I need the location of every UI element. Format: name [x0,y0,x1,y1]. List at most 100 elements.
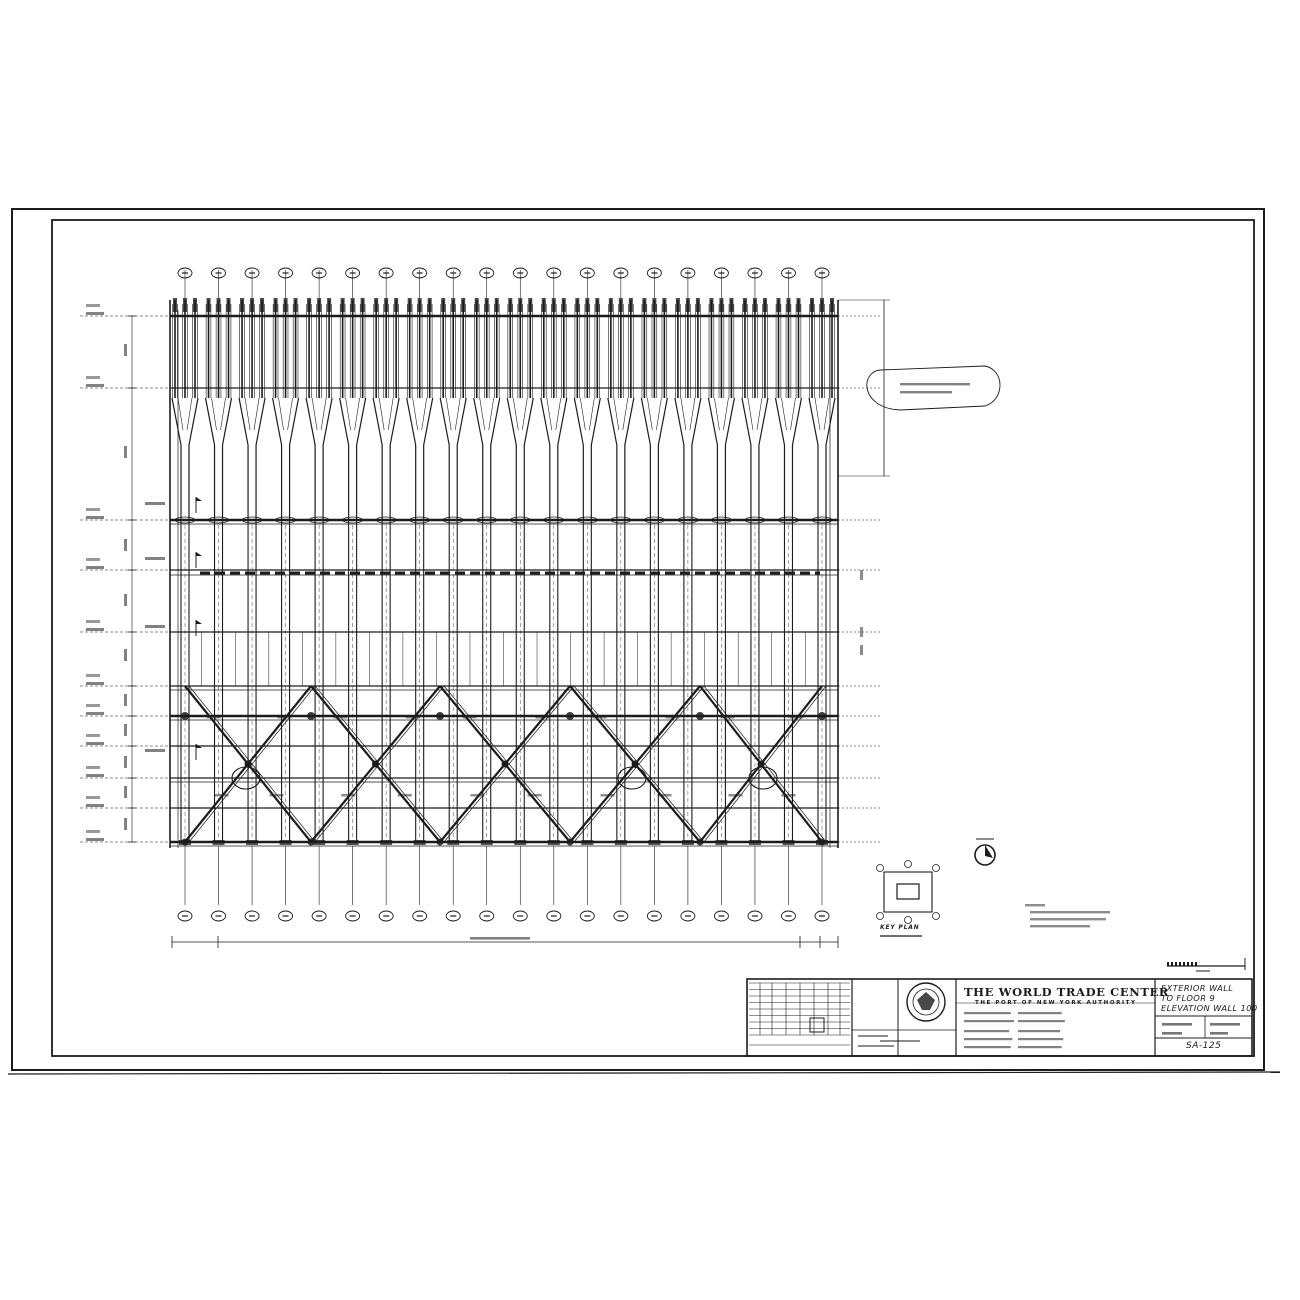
prong-cap [675,298,680,312]
column-tree [339,267,367,922]
tree-taper-inner [546,397,553,431]
prong-cap [451,298,456,312]
scale-bar-division [1175,962,1177,966]
prong-cap [662,298,667,312]
prong-cap [561,298,566,312]
grid-bubble-mark [349,272,356,274]
tree-taper-right [255,397,266,520]
grid-bubble-mark [483,272,490,274]
column-tree [707,267,736,922]
level-tag-mark [86,516,104,519]
dimension-text-mark [124,594,127,606]
prong-cap [508,298,513,312]
prong-cap [695,298,700,312]
wall-elevation [169,267,839,922]
column-tree [808,267,836,922]
brace-node [696,838,704,846]
tree-taper-left [640,397,651,520]
key-plan-outline [883,871,933,913]
grid-bubble-bottom [311,910,327,922]
grid-bubble-mark [282,272,289,274]
tree-taper-inner [747,397,754,431]
grid-bubble-bottom [512,910,528,922]
grid-bubble-top [546,267,562,279]
level-name-mark [86,674,100,677]
prong-cap [752,298,757,312]
grid-bubble-top [781,267,796,279]
grid-bubble-bottom [814,910,830,922]
prong-cap [742,298,747,312]
tree-taper-inner [354,397,360,431]
grid-bubble-mark [215,915,222,917]
grid-bubble-bottom [177,910,193,922]
grid-bubble-mark [550,272,557,274]
consultant-text-mark [1018,1030,1061,1033]
seal-emblem [917,992,935,1010]
tree-taper-inner [488,397,495,431]
spandrel-node [509,516,531,524]
prong-cap [595,298,600,312]
prong-cap [307,298,312,312]
column-tree [741,267,769,922]
column-tree [473,267,501,922]
tree-taper-right [624,397,635,520]
seal-inner-ring [912,988,940,1016]
grid-bubble-top [311,267,327,279]
brace-label-mark [600,794,615,797]
brace-label-mark [397,794,412,797]
brace-crossing-node [372,760,379,768]
prong-cap [796,298,801,312]
level-tag-mark [86,312,104,315]
tree-taper-left [707,397,719,520]
column-tree [406,267,434,922]
spandrel-node [711,516,732,524]
column-base-plate [681,840,694,845]
prong-cap [652,298,657,312]
prong-cap [327,298,332,312]
spandrel-node [677,516,699,524]
brace-label-mark [728,794,743,797]
grid-bubble-top [211,267,226,279]
title-block-frame [746,978,1253,1057]
grid-bubble-bottom [278,910,294,922]
drawing-number: SA-125 [1186,1041,1222,1051]
level-name-mark [86,830,100,833]
grid-bubble-mark [584,272,591,274]
key-plan-label: KEY PLAN [880,924,920,931]
brace-crossing-node [244,760,252,768]
brace-node [181,838,189,846]
date-cell-mark [1162,1032,1182,1035]
grid-bubble-mark [684,272,691,274]
brace-node [436,712,444,720]
diagonal-brace-edge [703,685,827,843]
grid-bubble-mark [416,915,423,917]
prong-cap [776,298,781,312]
grid-bubble-mark [349,915,356,917]
grid-bubble-mark [718,272,725,274]
consultant-text-mark [1018,1046,1062,1049]
prong-cap [474,298,479,312]
grid-bubble-mark [751,272,758,274]
approval-text-mark [880,1040,920,1042]
drawing-title-line-3: ELEVATION WALL 100 [1161,1003,1258,1013]
grid-bubble-mark [785,915,792,917]
spandrel-node [778,516,799,524]
tree-taper-right [791,397,803,520]
key-plan-marker [904,916,912,924]
date-cell-mark [1210,1023,1240,1026]
north-arrow-pointer [985,845,993,858]
grid-bubble-mark [450,915,457,917]
level-name-mark [86,620,100,623]
tree-taper-right [523,397,534,520]
column-base-plate [246,840,259,845]
column-base-plate [715,840,728,845]
tree-taper-inner [177,397,184,431]
diagonal-brace-edge [573,685,705,843]
date-cell-mark [1162,1023,1192,1026]
dimension-text-mark [124,344,127,356]
tree-taper-inner [454,397,461,431]
brace-label-mark [206,716,221,719]
prong-cap [719,298,724,312]
dimension-text-mark [124,694,127,706]
key-plan-marker [932,912,940,920]
